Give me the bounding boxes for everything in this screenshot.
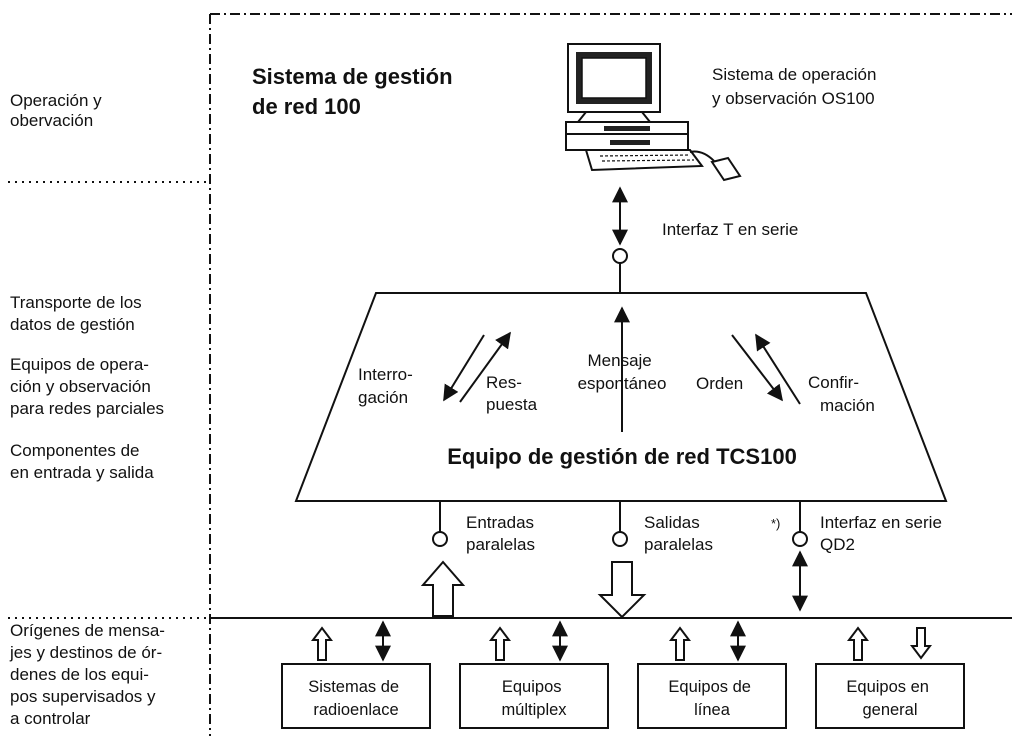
label-origins: Orígenes de mensa- jes y destinos de ór-…	[9, 621, 170, 728]
salidas-port	[612, 531, 628, 547]
interface-t-label: Interfaz T en serie	[662, 220, 798, 239]
box-multiplex-label: Equipos múltiplex	[501, 678, 567, 719]
qd2-label: Interfaz en serie QD2	[820, 513, 947, 554]
respuesta-label: Res- puesta	[486, 373, 538, 414]
system-title: Sistema de gestión de red 100	[252, 64, 459, 119]
mensaje-label: Mensaje espontáneo	[578, 351, 667, 393]
label-partial-networks: Equipos de opera- ción y observación par…	[10, 355, 164, 418]
box-multiplex	[459, 663, 609, 729]
entradas-label: Entradas paralelas	[466, 513, 539, 554]
orden-label: Orden	[696, 374, 743, 393]
confirmation-arrow	[755, 333, 801, 405]
label-transport: Transporte de los datos de gestión	[10, 293, 146, 334]
note-mark: *)	[771, 516, 780, 531]
box3-arrows	[669, 620, 746, 662]
os100-label: Sistema de operación y observación OS100	[712, 65, 881, 108]
salidas-label: Salidas paralelas	[644, 513, 713, 554]
order-arrow	[731, 334, 783, 402]
box-general	[815, 663, 965, 729]
tcs100-title: Equipo de gestión de red TCS100	[447, 444, 797, 469]
label-io-components: Componentes de en entrada y salida	[10, 441, 154, 482]
computer-icon	[565, 43, 742, 182]
box-general-label: Equipos en general	[846, 678, 933, 719]
confirmacion-label: Confir- mación	[808, 373, 875, 415]
box-linea	[637, 663, 787, 729]
interface-t-port	[612, 248, 628, 264]
qd2-port	[792, 531, 808, 547]
box4-arrows	[847, 626, 932, 661]
box-radioenlace	[281, 663, 431, 729]
response-arrow	[459, 331, 511, 403]
label-operation: Operación y obervación	[10, 91, 106, 130]
input-hollow-arrow-up	[420, 560, 466, 617]
box1-arrows	[311, 620, 391, 662]
box2-arrows	[489, 620, 568, 662]
entradas-port	[432, 531, 448, 547]
interrogation-arrow	[443, 334, 485, 402]
box-radioenlace-label: Sistemas de radioenlace	[308, 678, 403, 719]
interrogacion-label: Interro- gación	[358, 365, 418, 407]
box-linea-label: Equipos de línea	[668, 678, 755, 719]
output-hollow-arrow-down	[597, 561, 647, 619]
